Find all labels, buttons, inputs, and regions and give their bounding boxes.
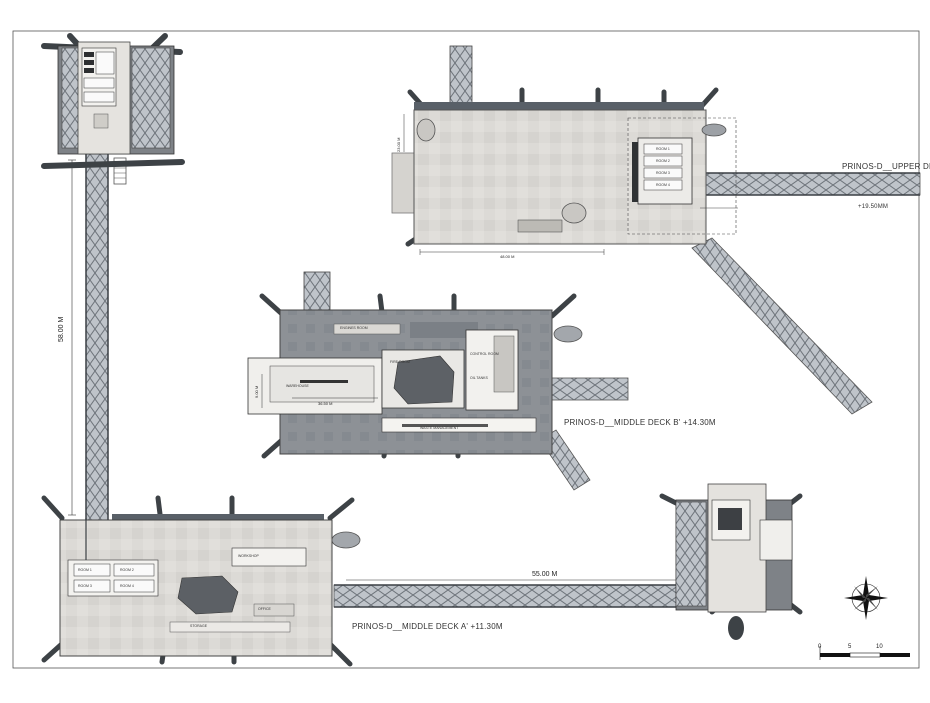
vertical-bridge-length: 58.00 M bbox=[58, 316, 65, 342]
horizontal-bridge-length: 55.00 M bbox=[532, 571, 558, 578]
vertical-bridge bbox=[68, 149, 127, 523]
scale-bar-label-10: 10 bbox=[876, 644, 883, 650]
upper-room-3-label: ROOM 3 bbox=[656, 171, 670, 175]
middle-deck-b-width-dim: 36.50 M bbox=[318, 401, 333, 406]
scale-bar-label-5: 5 bbox=[848, 644, 852, 650]
deck-b-room-label-4: OIL TANKS bbox=[470, 376, 488, 380]
bottom-right-platform bbox=[659, 483, 803, 640]
deck-a-room-label-7: STORAGE bbox=[190, 624, 208, 628]
upper-deck-plan bbox=[391, 45, 921, 415]
scale-bar-label-0: 0 bbox=[818, 644, 822, 650]
sheet-frame bbox=[12, 30, 920, 669]
deck-b-room-label-6: FIRE ROOM bbox=[390, 360, 410, 364]
deck-a-room-label-1: ROOM 1 bbox=[78, 568, 92, 572]
upper-deck-width-dim: 48.00 M bbox=[500, 254, 515, 259]
middle-deck-b-plan bbox=[247, 271, 629, 491]
upper-deck-height-dim: 23.00 M bbox=[396, 137, 401, 152]
middle-deck-b-title: PRINOS-D__MIDDLE DECK B' +14.30M bbox=[564, 418, 716, 427]
deck-b-room-label-1: ENGINES ROOM bbox=[340, 326, 368, 330]
upper-deck-elevation: +19.50MM bbox=[858, 204, 889, 210]
upper-deck-title: PRINOS-D__UPPER DECK bbox=[842, 162, 930, 171]
deck-a-room-label-3: ROOM 3 bbox=[78, 584, 92, 588]
deck-b-room-label-3: CONTROL ROOM bbox=[470, 352, 499, 356]
top-left-platform bbox=[41, 33, 185, 169]
upper-room-1-label: ROOM 1 bbox=[656, 147, 670, 151]
scale-bar bbox=[819, 646, 910, 660]
deck-a-room-label-5: WORKSHOP bbox=[238, 554, 259, 558]
upper-room-2-label: ROOM 2 bbox=[656, 159, 670, 163]
deck-b-room-label-2: WAREHOUSE bbox=[286, 384, 309, 388]
deck-a-room-label-2: ROOM 2 bbox=[120, 568, 134, 572]
middle-deck-a-plan bbox=[41, 495, 705, 667]
deck-a-room-label-6: OFFICE bbox=[258, 607, 271, 611]
upper-room-4-label: ROOM 4 bbox=[656, 183, 670, 187]
deck-a-room-label-4: ROOM 4 bbox=[120, 584, 134, 588]
middle-deck-a-title: PRINOS-D__MIDDLE DECK A' +11.30M bbox=[352, 622, 503, 631]
deck-b-room-label-5: WASTE MANAGEMENT bbox=[420, 426, 459, 430]
north-arrow-compass-icon bbox=[844, 576, 888, 620]
middle-deck-b-height-dim: 9.00 M bbox=[254, 385, 259, 398]
